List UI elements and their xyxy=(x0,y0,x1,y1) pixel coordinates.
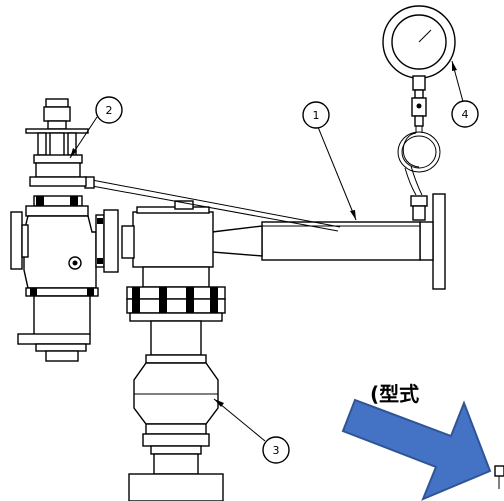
balloon-1: 1 xyxy=(302,101,330,129)
balloon-3: 3 xyxy=(262,436,290,464)
vertical-spool xyxy=(126,266,226,501)
leader-lines xyxy=(69,60,466,442)
pressure-gauge xyxy=(382,5,456,127)
desuperheater-pipe xyxy=(121,193,446,290)
type-caption: (型式 xyxy=(370,382,420,406)
siphon-tube xyxy=(397,126,441,221)
partial-fitting xyxy=(494,465,504,489)
control-valve xyxy=(10,98,119,362)
balloon-4-label: 4 xyxy=(462,108,469,121)
balloon-2-label: 2 xyxy=(106,104,113,117)
blue-arrow xyxy=(341,398,492,501)
balloon-1-label: 1 xyxy=(313,109,320,122)
balloon-2: 2 xyxy=(95,96,123,124)
balloon-4: 4 xyxy=(451,100,479,128)
balloon-3-label: 3 xyxy=(273,444,280,457)
